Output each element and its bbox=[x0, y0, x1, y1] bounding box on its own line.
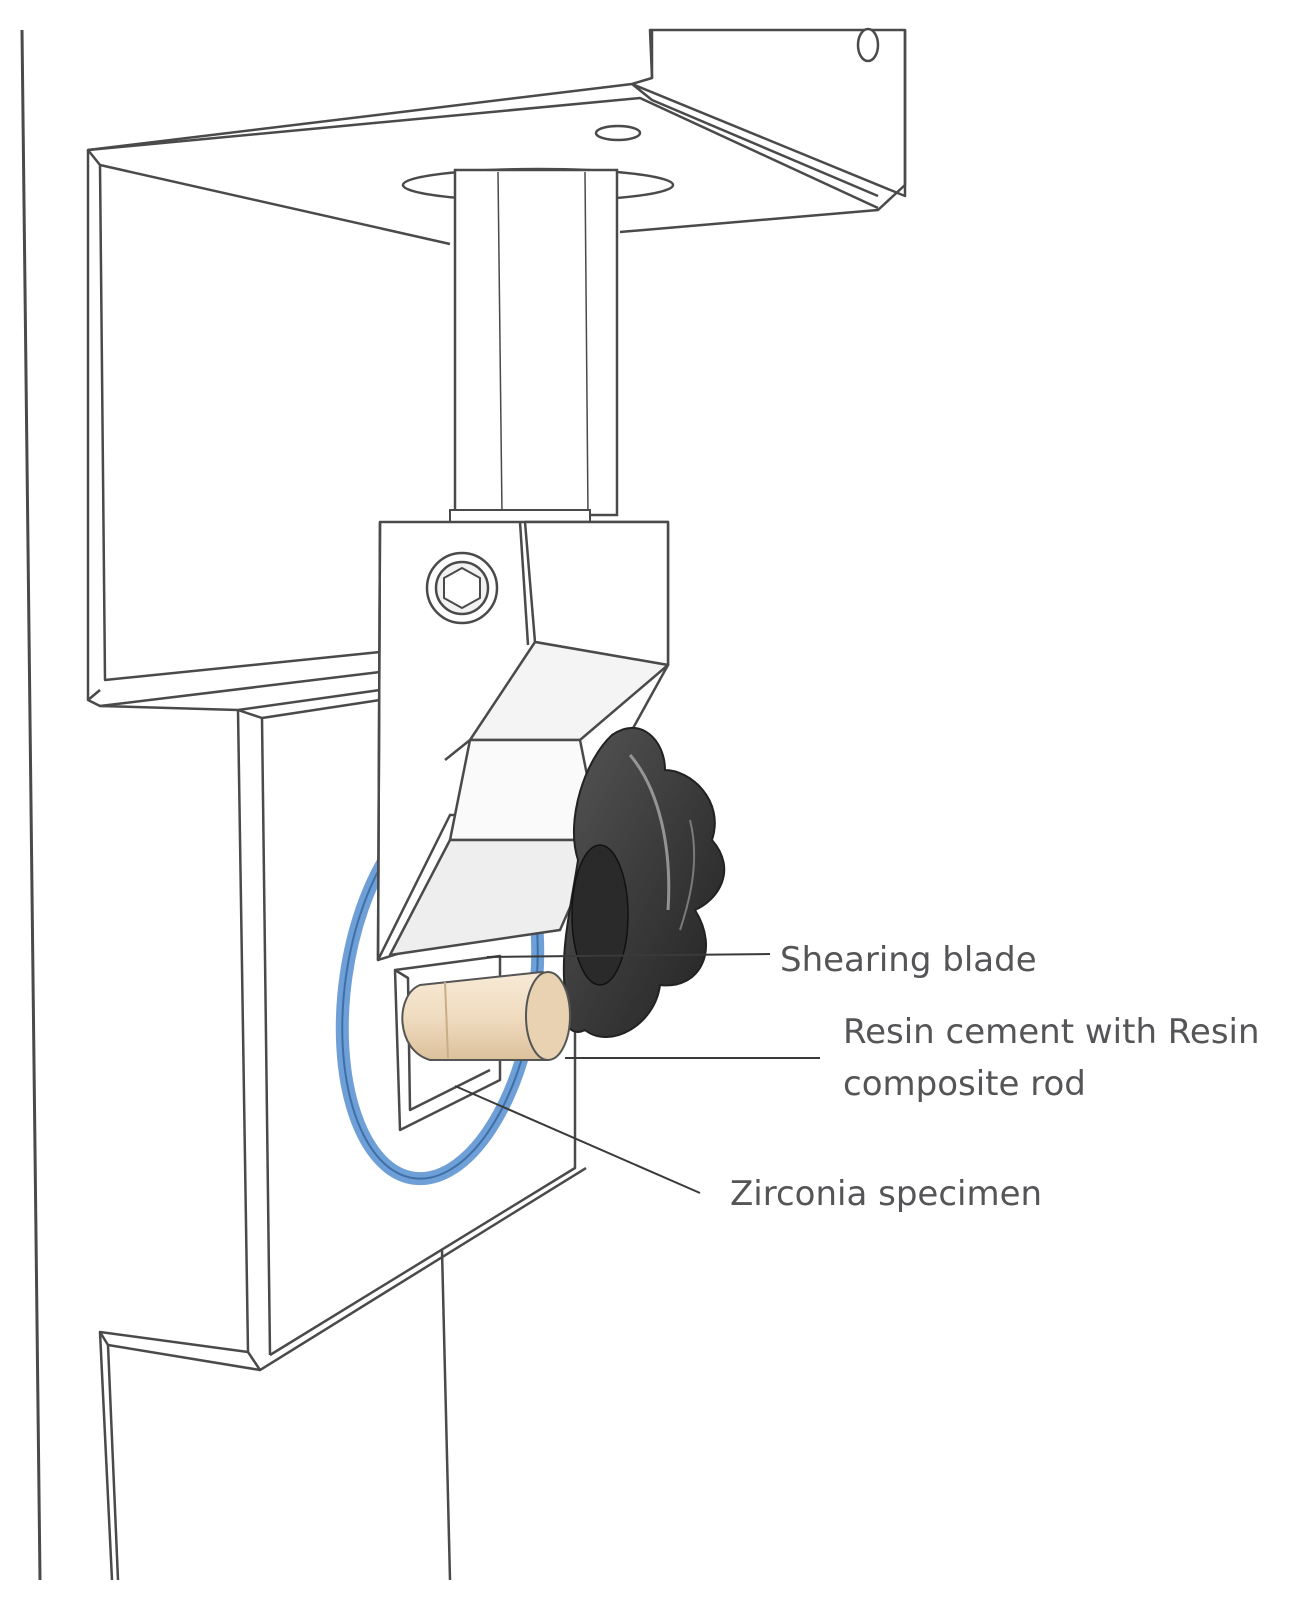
leader-shearing-blade bbox=[486, 953, 771, 958]
star-knob bbox=[562, 727, 726, 1039]
label-resin-cement-rod: Resin cement with Resin composite rod bbox=[843, 1006, 1260, 1110]
label-resin-line1: Resin cement with Resin bbox=[843, 1012, 1260, 1052]
bracket-side-plate bbox=[86, 150, 381, 708]
label-shearing-blade: Shearing blade bbox=[780, 940, 1037, 980]
shaft bbox=[401, 167, 675, 525]
resin-composite-rod bbox=[401, 970, 571, 1061]
frame-column bbox=[20, 29, 42, 1581]
label-zirconia-specimen: Zirconia specimen bbox=[730, 1174, 1043, 1214]
lower-mount-block bbox=[98, 688, 587, 1581]
top-bracket bbox=[86, 27, 907, 246]
label-resin-line2: composite rod bbox=[843, 1064, 1086, 1104]
leader-zirconia bbox=[454, 1085, 701, 1194]
blade-assembly bbox=[376, 520, 670, 962]
set-screw bbox=[425, 551, 499, 625]
leader-lines bbox=[454, 953, 820, 1194]
